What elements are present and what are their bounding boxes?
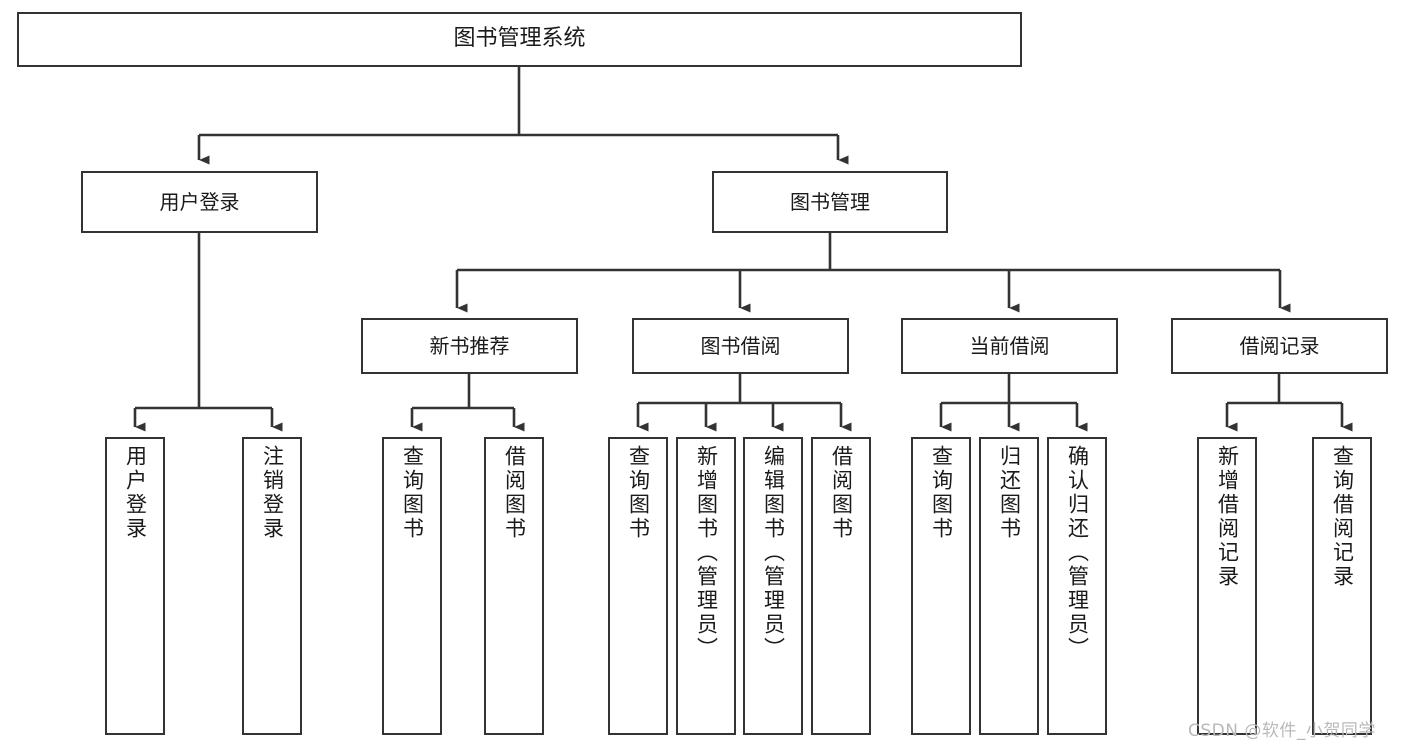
node-label: 图书管理 bbox=[790, 189, 870, 214]
edges-booksys-to-level2 bbox=[455, 232, 1291, 313]
edges-borrowrecord-to-leaves bbox=[1225, 374, 1353, 432]
node-label: 确认归还（管理员） bbox=[1065, 445, 1090, 661]
node-label: 新书推荐 bbox=[429, 333, 510, 358]
node-leaf-logout[interactable]: 注销登录 bbox=[242, 437, 302, 735]
edges-bookborrow-to-leaves bbox=[636, 374, 852, 432]
node-new-book-recommend[interactable]: 新书推荐 bbox=[361, 318, 578, 374]
node-book-borrow[interactable]: 图书借阅 bbox=[632, 318, 849, 374]
node-label: 图书借阅 bbox=[700, 333, 781, 358]
node-leaf-return-book[interactable]: 归还图书 bbox=[979, 437, 1039, 735]
node-label: 用户登录 bbox=[159, 189, 240, 214]
node-leaf-borrow-book[interactable]: 借阅图书 bbox=[811, 437, 871, 735]
node-label: 借阅图书 bbox=[502, 445, 527, 541]
edges-newbook-to-leaves bbox=[410, 374, 525, 432]
node-label: 查询图书 bbox=[626, 445, 651, 541]
edges-root-to-level1 bbox=[197, 66, 849, 165]
node-leaf-query-book-current[interactable]: 查询图书 bbox=[911, 437, 971, 735]
node-label: 查询图书 bbox=[929, 445, 954, 541]
node-user-login[interactable]: 用户登录 bbox=[81, 171, 318, 233]
node-label: 查询借阅记录 bbox=[1330, 445, 1355, 589]
csdn-watermark: CSDN @软件_小贺同学 bbox=[1188, 721, 1376, 741]
node-label: 新增图书（管理员） bbox=[694, 445, 719, 661]
node-leaf-confirm-return-admin[interactable]: 确认归还（管理员） bbox=[1047, 437, 1107, 735]
node-label: 新增借阅记录 bbox=[1215, 445, 1240, 589]
node-label: 图书管理系统 bbox=[453, 26, 586, 52]
node-leaf-query-borrow-record[interactable]: 查询借阅记录 bbox=[1312, 437, 1372, 735]
node-current-borrow[interactable]: 当前借阅 bbox=[901, 318, 1118, 374]
edges-currentborrow-to-leaves bbox=[939, 374, 1088, 432]
node-leaf-add-borrow-record[interactable]: 新增借阅记录 bbox=[1197, 437, 1257, 735]
node-leaf-user-login[interactable]: 用户登录 bbox=[105, 437, 165, 735]
node-label: 借阅图书 bbox=[829, 445, 854, 541]
node-borrow-record[interactable]: 借阅记录 bbox=[1171, 318, 1388, 374]
node-leaf-edit-book-admin[interactable]: 编辑图书（管理员） bbox=[743, 437, 803, 735]
node-root-book-management-system[interactable]: 图书管理系统 bbox=[17, 12, 1022, 67]
node-leaf-query-book-borrow[interactable]: 查询图书 bbox=[608, 437, 668, 735]
node-leaf-query-book-recommend[interactable]: 查询图书 bbox=[382, 437, 442, 735]
node-leaf-borrow-book-recommend[interactable]: 借阅图书 bbox=[484, 437, 544, 735]
node-label: 当前借阅 bbox=[969, 333, 1050, 358]
node-label: 查询图书 bbox=[400, 445, 425, 541]
node-book-management[interactable]: 图书管理 bbox=[712, 171, 948, 233]
node-label: 借阅记录 bbox=[1239, 333, 1320, 358]
node-label: 注销登录 bbox=[260, 445, 285, 541]
node-leaf-add-book-admin[interactable]: 新增图书（管理员） bbox=[676, 437, 736, 735]
node-label: 归还图书 bbox=[997, 445, 1022, 541]
node-label: 编辑图书（管理员） bbox=[761, 445, 786, 661]
edges-userlogin-to-leaves bbox=[133, 233, 283, 432]
node-label: 用户登录 bbox=[123, 445, 148, 541]
